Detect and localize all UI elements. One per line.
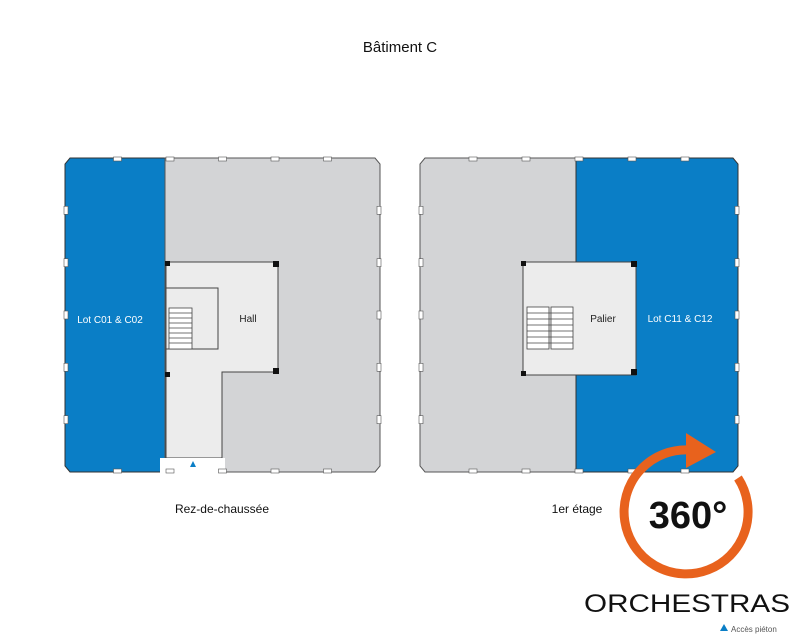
window-notch: [218, 156, 227, 162]
window-notch: [270, 468, 280, 474]
window-notch: [323, 156, 332, 162]
palier-label: Palier: [590, 314, 616, 325]
window-notch: [734, 258, 740, 267]
stairs-icon: [168, 307, 193, 350]
window-notch: [574, 156, 584, 162]
window-notch: [468, 156, 478, 162]
floor-first: Palier Lot C11 & C12 1er étage: [419, 157, 739, 516]
orchestras-logo: ORCHESTRAS Accès piéton: [584, 590, 790, 634]
window-notch: [63, 258, 69, 267]
window-notch: [734, 415, 740, 424]
window-notch: [63, 206, 69, 215]
window-notch: [418, 310, 424, 320]
window-notch: [63, 310, 69, 320]
window-notch: [113, 156, 122, 162]
window-notch: [627, 156, 637, 162]
badge-text: 360°: [649, 495, 728, 537]
window-notch: [63, 415, 69, 424]
window-notch: [521, 468, 531, 474]
floor-label: Rez-de-chaussée: [175, 502, 269, 516]
window-notch: [376, 206, 382, 215]
window-notch: [270, 156, 280, 162]
window-notch: [680, 156, 690, 162]
lot-label: Lot C11 & C12: [648, 314, 713, 325]
window-notch: [418, 363, 424, 372]
window-notch: [63, 363, 69, 372]
stairs-icon: [526, 306, 574, 350]
window-notch: [165, 156, 175, 162]
window-notch: [418, 258, 424, 267]
window-notch: [418, 415, 424, 424]
window-notch: [734, 206, 740, 215]
window-notch: [376, 258, 382, 267]
lot-label: Lot C01 & C02: [77, 315, 143, 326]
floor-ground: Lot C01 & C02 Hall Rez-de-chaussée: [64, 157, 381, 516]
window-notch: [113, 468, 122, 474]
entrance-arrow-icon: [190, 461, 196, 467]
window-notch: [376, 363, 382, 372]
view-360-button[interactable]: 360°: [619, 433, 753, 579]
window-notch: [376, 310, 382, 320]
rotate-360-icon: [619, 445, 753, 579]
window-notch: [734, 310, 740, 320]
pedestrian-access-icon: [720, 624, 728, 631]
window-notch: [418, 206, 424, 215]
window-notch: [218, 468, 227, 474]
hall-label: Hall: [239, 314, 256, 325]
floor-label: 1er étage: [552, 502, 603, 516]
logo-overlay-text: Accès piéton: [731, 625, 777, 634]
svg-text:ORCHESTRAS: ORCHESTRAS: [584, 590, 790, 618]
window-notch: [680, 468, 690, 474]
window-notch: [468, 468, 478, 474]
window-notch: [165, 468, 175, 474]
window-notch: [734, 363, 740, 372]
window-notch: [521, 156, 531, 162]
window-notches: [63, 156, 740, 474]
window-notch: [323, 468, 332, 474]
building-title: Bâtiment C: [363, 39, 437, 56]
window-notch: [574, 468, 584, 474]
window-notch: [376, 415, 382, 424]
